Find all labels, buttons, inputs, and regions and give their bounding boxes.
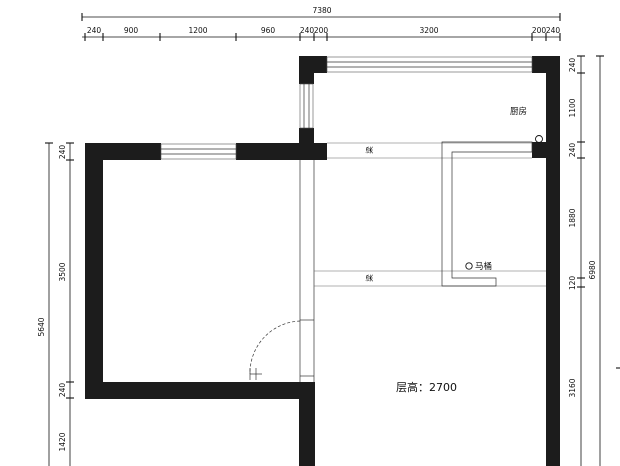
ceiling-height-note: 层高：2700 [396,380,457,394]
sink-symbol [535,135,543,143]
dim-top-seg-9: 240 [546,26,561,35]
right-dimensions: 240 1100 240 1880 120 3160 6980 [568,55,620,466]
dim-left-seg-2: 3500 [58,262,67,281]
room-label-toilet: 马桶 [475,261,492,272]
kitchen-counter [441,135,543,287]
dim-top-total: 7380 [312,6,331,15]
dim-top-seg-4: 960 [261,26,276,35]
toilet-symbol [465,262,473,270]
dim-top-seg-6: 200 [314,26,329,35]
dim-top-seg-7: 3200 [419,26,438,35]
dim-top-seg-3: 1200 [188,26,207,35]
dim-right-seg-2: 1100 [568,98,577,117]
windows [160,56,533,160]
top-dimensions: 7380 240 900 1200 960 240 200 3200 200 2… [81,6,561,41]
partitions [249,142,546,382]
dim-left-seg-3: 240 [58,383,67,398]
dim-left-seg-4: 1420 [58,432,67,451]
walls [85,56,560,466]
beam-label-1: 梁 [365,146,374,154]
dim-right-seg-4: 1880 [568,208,577,227]
dim-top-seg-2: 900 [124,26,139,35]
left-dimensions: 5640 240 3500 240 1420 [37,142,74,466]
dim-left-total: 5640 [37,317,46,336]
dim-top-seg-1: 240 [87,26,102,35]
top-ticks [84,33,561,41]
dim-top-seg-5: 240 [300,26,315,35]
dim-right-seg-3: 240 [568,143,577,158]
dim-left-seg-1: 240 [58,145,67,160]
beam-label-2: 梁 [365,274,374,282]
dim-right-seg-5: 120 [568,276,577,291]
dim-right-seg-1: 240 [568,58,577,73]
dim-right-seg-6: 3160 [568,378,577,397]
dim-top-seg-8: 200 [532,26,547,35]
room-label-kitchen: 厨房 [510,106,527,117]
dim-right-total: 6980 [588,260,597,279]
